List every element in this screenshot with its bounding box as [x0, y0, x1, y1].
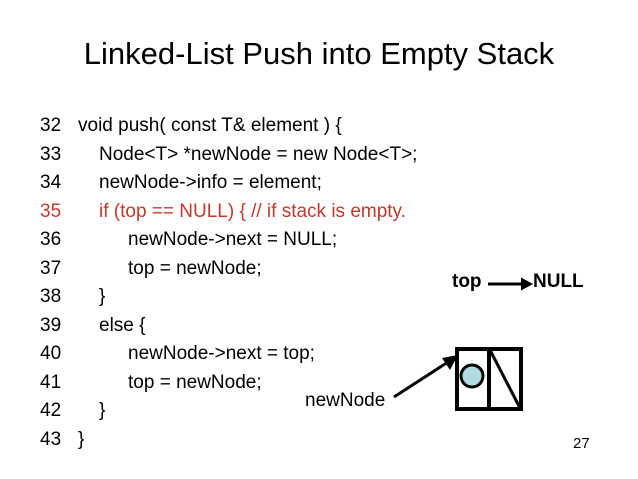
line-number: 40 — [40, 343, 62, 364]
top-pointer-diagram: top NULL — [452, 268, 602, 298]
line-text: top = newNode; — [128, 371, 262, 393]
newnode-arrow-icon — [393, 355, 458, 399]
code-line: 32 void push( const T& element ) { — [40, 112, 470, 141]
line-text: newNode->info = element; — [99, 172, 322, 193]
line-text: newNode->next = NULL; — [128, 229, 338, 250]
top-pointer-label: top — [452, 271, 482, 292]
code-line: 42} — [40, 397, 470, 426]
code-line: 39 else { — [40, 312, 470, 341]
line-number: 33 — [40, 143, 62, 165]
line-text: top = newNode; — [128, 257, 262, 279]
line-number: 37 — [40, 257, 62, 279]
line-text: Node<T> *newNode = new Node<T>; — [99, 143, 418, 165]
page-title: Linked-List Push into Empty Stack — [83, 36, 555, 71]
code-line: 41 top = newNode; — [40, 369, 470, 398]
code-line: 36 newNode->next = NULL; — [40, 226, 470, 255]
code-line: 34 newNode->info = element; — [40, 169, 470, 198]
code-line: 35 if (top == NULL) { // if stack is empt… — [40, 198, 470, 227]
line-number: 41 — [40, 371, 62, 393]
null-pointer-label: NULL — [533, 271, 584, 292]
line-number: 42 — [40, 400, 62, 421]
line-text: if (top == NULL) { // if stack is empty. — [99, 200, 406, 222]
line-number: 43 — [40, 428, 62, 450]
page-number: 27 — [573, 435, 590, 452]
line-text: } — [99, 400, 106, 421]
code-line: 37 top = newNode; — [40, 255, 470, 284]
code-line: 33 Node<T> *newNode = new Node<T>; — [40, 141, 470, 170]
node-box-diagram — [455, 347, 523, 411]
line-text: } — [78, 428, 85, 450]
line-text: newNode->next = top; — [128, 343, 315, 364]
line-number: 35 — [40, 200, 62, 222]
line-number: 38 — [40, 286, 62, 307]
code-listing: 32 void push( const T& element ) { 33 Node<… — [40, 112, 470, 454]
code-line: 40 newNode->next = top; — [40, 340, 470, 369]
line-number: 39 — [40, 314, 62, 336]
line-text: else { — [99, 314, 146, 336]
line-text: void push( const T& element ) { — [78, 115, 342, 136]
line-number: 34 — [40, 172, 62, 193]
line-text: } — [99, 286, 106, 307]
right-arrow-icon — [488, 277, 533, 291]
line-number: 32 — [40, 115, 62, 136]
code-line: 43} — [40, 426, 470, 455]
newnode-label: newNode — [305, 390, 386, 411]
line-number: 36 — [40, 229, 62, 250]
code-line: 38} — [40, 283, 470, 312]
